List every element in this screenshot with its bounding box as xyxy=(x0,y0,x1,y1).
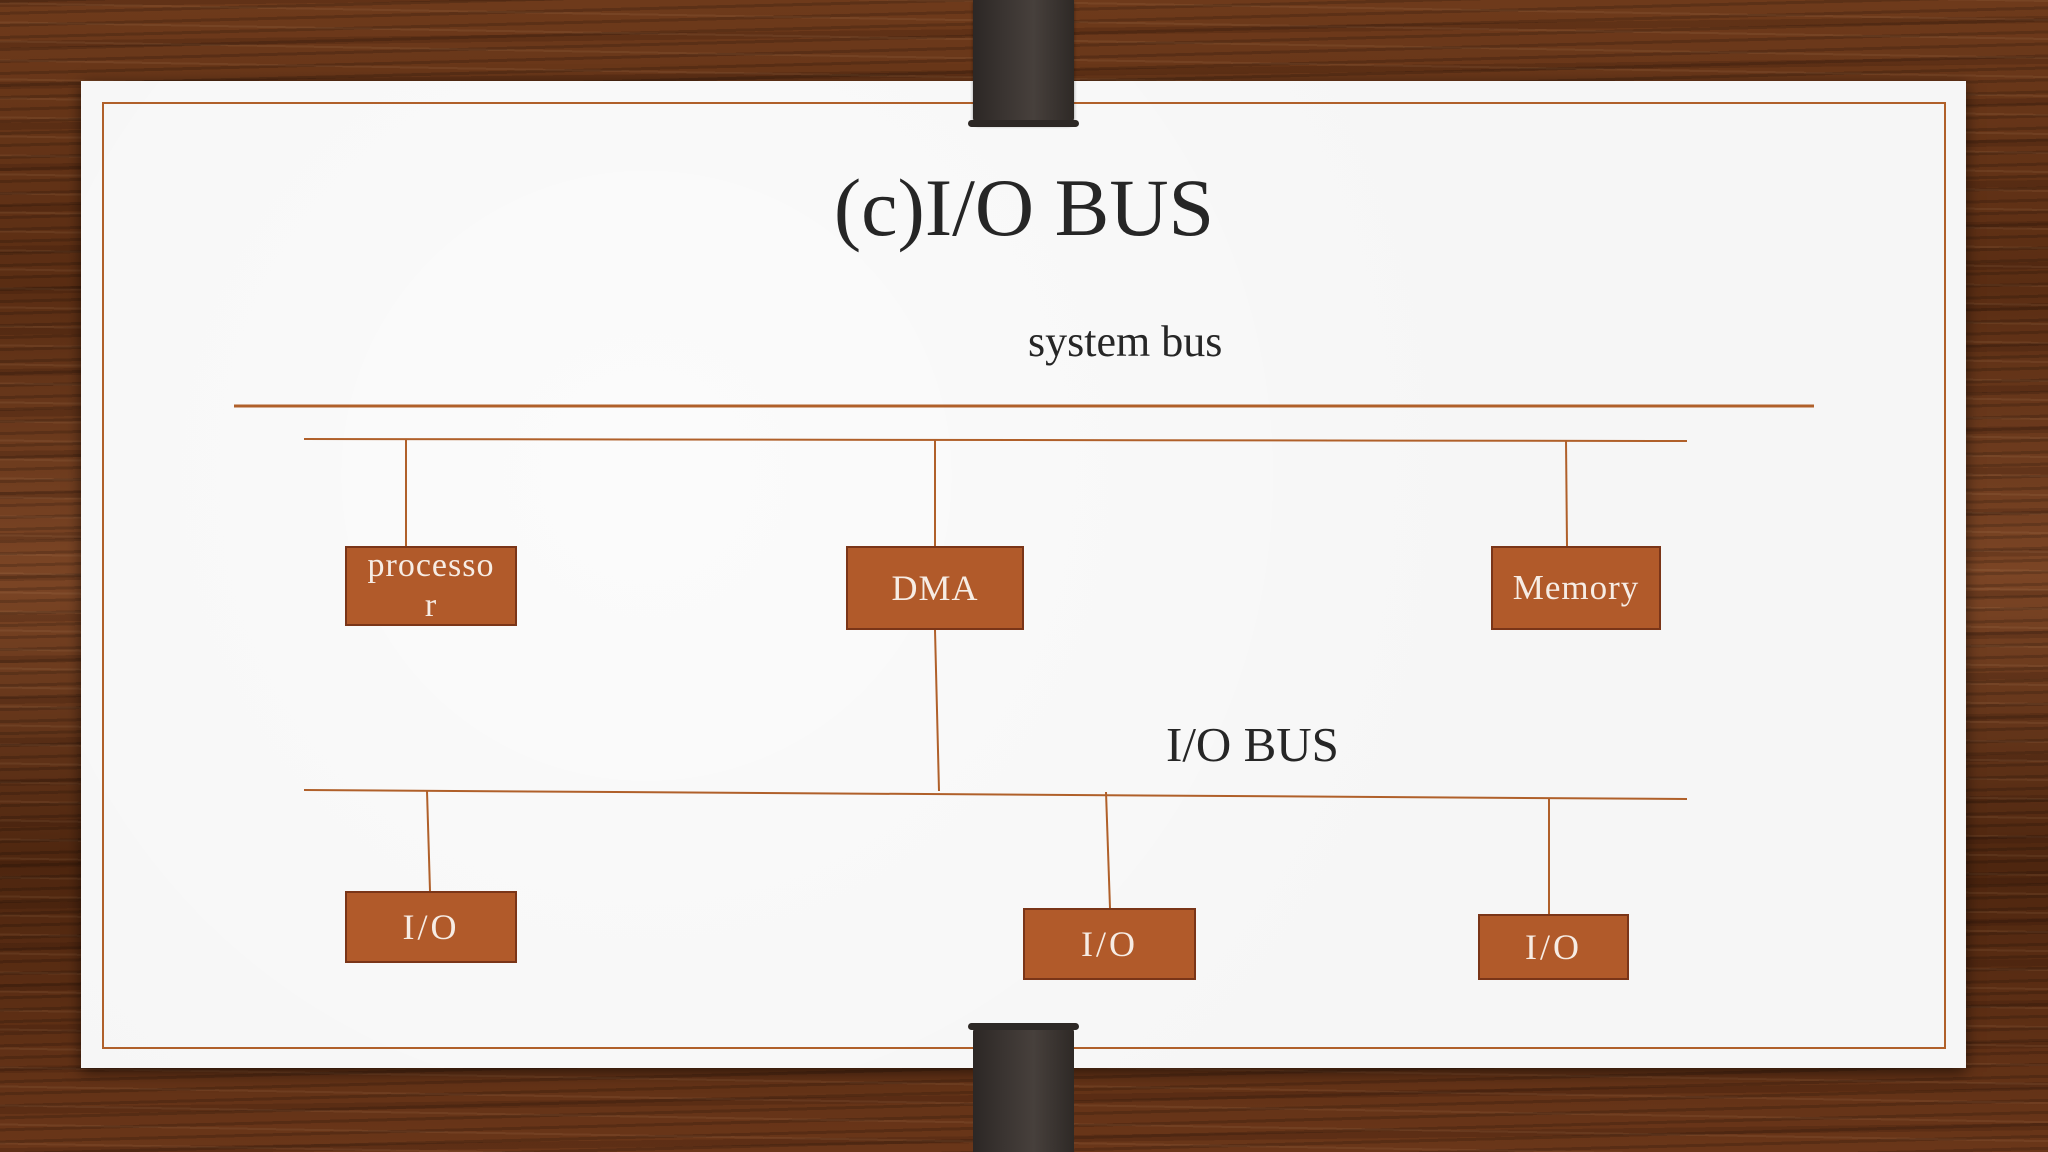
io-device-label: I/O xyxy=(1081,924,1138,964)
dma-label: DMA xyxy=(891,568,979,608)
system-bus-label: system bus xyxy=(1028,317,1223,366)
processor-label-line-2: r xyxy=(424,587,438,624)
dma-box: DMA xyxy=(846,546,1024,630)
memory-connector xyxy=(1565,439,1568,547)
io-device-box-1: I/O xyxy=(345,891,517,963)
dma-connector-bottom xyxy=(934,629,940,792)
io-device-label: I/O xyxy=(402,907,460,947)
binder-clip-bottom xyxy=(968,1023,1079,1152)
io-bus-label: I/O BUS xyxy=(1166,717,1339,772)
system-bus-line-inner xyxy=(303,438,1688,442)
io-2-connector xyxy=(1105,791,1111,909)
io-device-box-2: I/O xyxy=(1023,908,1196,980)
io-device-label: I/O xyxy=(1525,927,1582,967)
slide-title: (c)I/O BUS xyxy=(833,162,1215,253)
binder-clip-top xyxy=(968,0,1079,127)
memory-label: Memory xyxy=(1512,568,1640,607)
memory-box: Memory xyxy=(1491,546,1661,630)
processor-box: processo r xyxy=(345,546,517,626)
io-1-connector xyxy=(426,790,431,892)
io-device-box-3: I/O xyxy=(1478,914,1629,980)
processor-label-line-1: processo xyxy=(367,547,495,584)
io-bus-line xyxy=(303,789,1688,800)
